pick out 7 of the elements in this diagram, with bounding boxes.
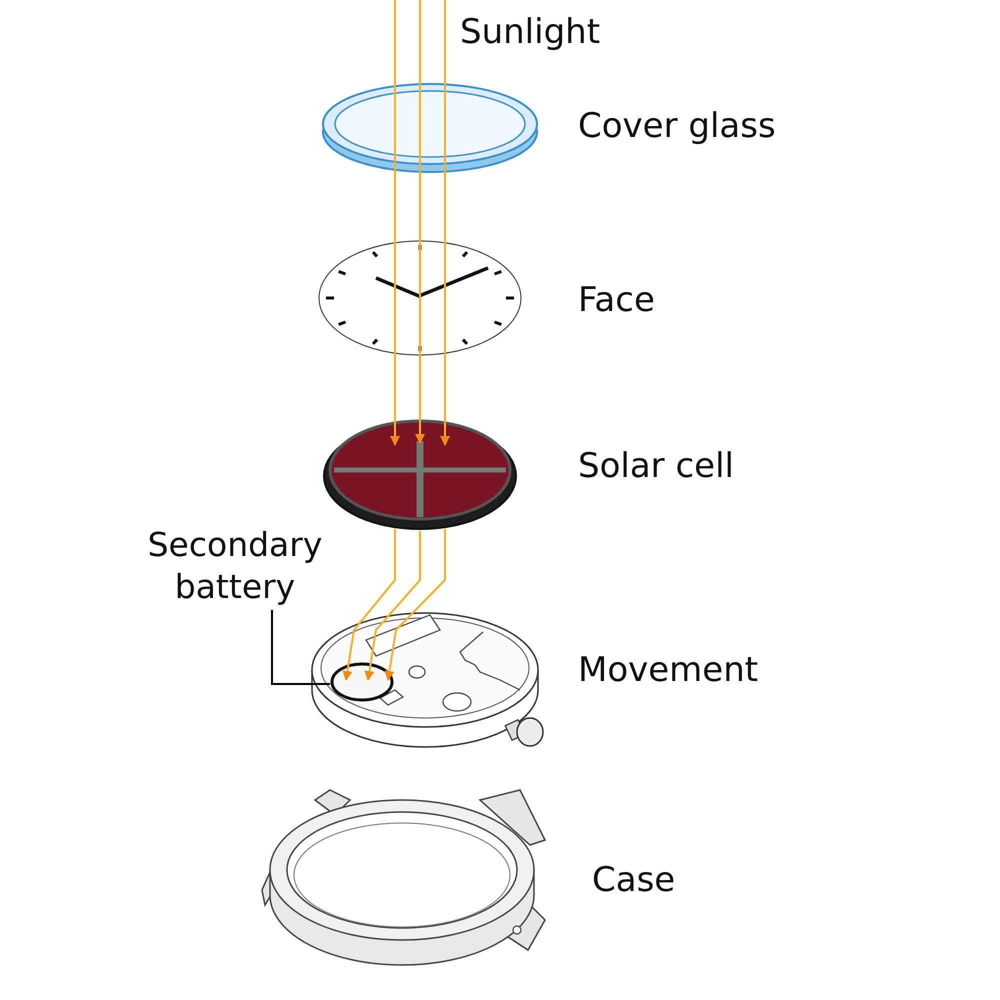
part-label: Face (578, 280, 655, 320)
part-label: Secondary battery (146, 524, 324, 608)
part-label: Movement (578, 650, 758, 690)
part-label: Cover glass (578, 106, 776, 146)
part-label: Solar cell (578, 446, 734, 486)
part-label: Sunlight (460, 12, 600, 52)
part-label: Case (592, 860, 676, 900)
